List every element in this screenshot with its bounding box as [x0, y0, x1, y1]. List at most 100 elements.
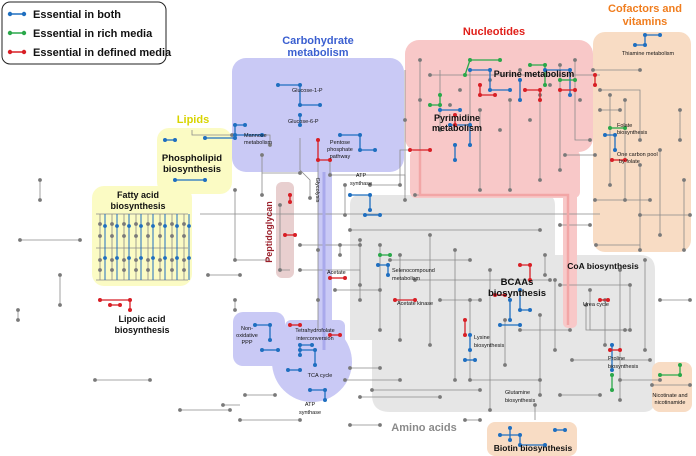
glutamine-label-1: Glutamine: [505, 390, 530, 396]
amino-acids-region: [350, 195, 655, 412]
legend-dot-both-b: [21, 11, 27, 17]
fatty-acid-essential-node-6-1: [175, 256, 179, 260]
essential-defined-node-6-0: [558, 88, 562, 92]
metabolite-node-2: [18, 238, 22, 242]
metabolite-node-102: [558, 283, 562, 287]
metabolite-node-156: [328, 173, 332, 177]
selenocompound-label-2: metabolism: [392, 276, 421, 282]
essential-defined-node-5-2: [538, 98, 542, 102]
essential-both-edge-14: [635, 34, 660, 46]
essential-both-node-21-2: [528, 308, 532, 312]
metabolite-node-92: [488, 268, 492, 272]
metabolite-node-126: [378, 366, 382, 370]
phospholipid-label-2: biosynthesis: [163, 164, 221, 175]
essential-defined-node-18-1: [118, 303, 122, 307]
pathway-labels: Phospholipid biosynthesis Fatty acid bio…: [110, 51, 687, 453]
metabolite-node-87: [453, 248, 457, 252]
fatty-acid-node-5-2: [158, 258, 162, 262]
fatty-acid-essential-node-0-0: [103, 224, 107, 228]
metabolite-node-119: [370, 388, 374, 392]
metabolite-node-76: [378, 328, 382, 332]
essential-both-node-28-0: [260, 348, 264, 352]
essential-defined-node-20-1: [618, 348, 622, 352]
essential-rich-node-3-1: [438, 103, 442, 107]
essential-both-node-24-1: [468, 348, 472, 352]
fatty-acid-essential-node-5-0: [163, 224, 167, 228]
reaction-edge-56: [300, 269, 361, 285]
metabolite-node-13: [243, 393, 247, 397]
metabolite-node-6: [58, 273, 62, 277]
essential-defined-node-11-1: [413, 298, 417, 302]
urea-cycle-label: Urea cycle: [583, 302, 609, 308]
metabolite-node-52: [558, 168, 562, 172]
one-carbon-label-1: One carbon pool: [617, 152, 658, 158]
lipoic-acid-label-2: biosynthesis: [114, 325, 169, 335]
glycolysis-label: Glycolysis: [314, 178, 320, 203]
metabolite-node-158: [418, 98, 422, 102]
essential-both-node-0-0: [173, 178, 177, 182]
non-oxidative-label-1: Non-: [241, 326, 253, 332]
metabolite-node-80: [398, 338, 402, 342]
metabolite-node-150: [413, 193, 417, 197]
essential-both-node-2-1: [233, 136, 237, 140]
metabolite-node-136: [618, 108, 622, 112]
metabolite-node-14: [273, 393, 277, 397]
metabolite-node-155: [316, 298, 320, 302]
fatty-acid-essential-node-6-0: [175, 224, 179, 228]
fatty-acid-node-0-0: [98, 222, 102, 226]
fatty-acid-node-6-2: [170, 258, 174, 262]
essential-both-node-32-2: [310, 343, 314, 347]
essential-both-node-22-0: [508, 298, 512, 302]
fatty-acid-essential-node-7-0: [187, 224, 191, 228]
essential-both-node-21-1: [518, 308, 522, 312]
essential-rich-node-4-1: [388, 253, 392, 257]
metabolite-node-71: [348, 228, 352, 232]
essential-both-node-10-0: [518, 78, 522, 82]
essential-defined-node-17-2: [128, 308, 132, 312]
thiamine-label: Thiamine metabolism: [622, 51, 675, 57]
essential-defined-node-15-0: [288, 323, 292, 327]
metabolite-node-17: [206, 273, 210, 277]
fatty-acid-node-5-1: [158, 234, 162, 238]
metabolite-node-27: [233, 258, 237, 262]
metabolite-node-40: [403, 198, 407, 202]
lipoic-acid-label-1: Lipoic acid: [118, 314, 165, 324]
metabolite-node-133: [650, 383, 654, 387]
essential-both-node-32-0: [298, 353, 302, 357]
essential-defined-node-13-0: [493, 293, 497, 297]
metabolite-node-98: [538, 313, 542, 317]
fatty-acid-node-0-2: [98, 258, 102, 262]
fatty-acid-node-7-3: [182, 268, 186, 272]
metabolite-node-23: [298, 171, 302, 175]
fatty-acid-node-1-1: [110, 234, 114, 238]
metabolite-node-60: [608, 183, 612, 187]
phospholipid-label-1: Phospholipid: [162, 153, 222, 164]
carbohydrate-title-line2: metabolism: [287, 47, 348, 59]
essential-both-node-2-0: [203, 136, 207, 140]
essential-rich-node-2-0: [558, 78, 562, 82]
essential-both-node-13-1: [613, 133, 617, 137]
fatty-acid-node-7-1: [182, 234, 186, 238]
metabolite-node-39: [398, 183, 402, 187]
essential-both-node-26-0: [610, 343, 614, 347]
metabolite-node-57: [598, 88, 602, 92]
essential-both-node-11-2: [568, 93, 572, 97]
cofactors-region: [593, 32, 691, 252]
metabolite-node-93: [488, 408, 492, 412]
essential-defined-node-18-0: [108, 303, 112, 307]
essential-rich-node-1-1: [543, 63, 547, 67]
metabolite-node-118: [533, 403, 537, 407]
essential-both-node-7-2: [468, 143, 472, 147]
essential-defined-node-4-2: [493, 93, 497, 97]
phospholipid-region: [157, 128, 232, 194]
metabolite-node-124: [398, 378, 402, 382]
metabolite-node-69: [682, 178, 686, 182]
essential-defined-node-12-1: [528, 263, 532, 267]
metabolite-node-73: [358, 238, 362, 242]
metabolite-node-53: [573, 58, 577, 62]
essential-both-node-23-0: [518, 323, 522, 327]
essential-both-node-19-1: [378, 213, 382, 217]
metabolite-node-125: [348, 366, 352, 370]
metabolite-node-83: [428, 233, 432, 237]
essential-rich-node-6-1: [678, 373, 682, 377]
